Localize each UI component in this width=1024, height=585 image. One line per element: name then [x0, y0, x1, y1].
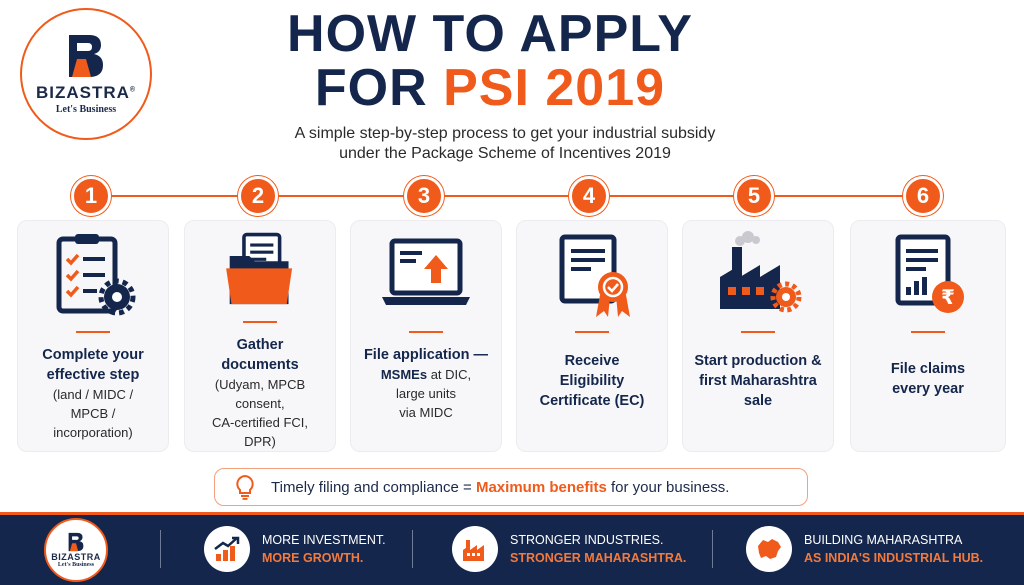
brand-tagline: Let's Business: [55, 104, 117, 115]
footer-separator: [712, 530, 713, 568]
factory-gear-icon: [720, 231, 802, 313]
tip-text-highlight: Maximum benefits: [475, 478, 607, 496]
certificate-badge-icon: [559, 234, 630, 317]
footer-item3-line2: AS INDIA'S INDUSTRIAL HUB.: [804, 551, 984, 565]
step1-detail-line3: incorporation): [53, 425, 133, 440]
step5-heading-line2: first Maharashtra: [699, 373, 817, 389]
footer-item1-line2: MORE GROWTH.: [262, 551, 364, 565]
footer-item2-line1: STRONGER INDUSTRIES.: [510, 533, 664, 547]
brand-name: BIZASTRA: [35, 83, 130, 102]
step5-heading-line1: Start production &: [694, 353, 822, 369]
document-rupee-icon: ₹: [895, 234, 964, 313]
footer-logo: BIZASTRA Let's Business: [44, 518, 108, 582]
step2-heading-line1: Gather: [236, 337, 284, 353]
footer-bar: BIZASTRA Let's Business MORE INVESTMENT.…: [0, 512, 1024, 585]
step-card-5: Start production & first Maharashtra sal…: [682, 220, 834, 452]
step-card-6: ₹ File claims every year: [850, 220, 1006, 452]
footer-separator: [412, 530, 413, 568]
bizastra-mark-icon: [68, 532, 84, 552]
footer-item-industries: STRONGER INDUSTRIES. STRONGER MAHARASHTR…: [452, 522, 686, 576]
step3-detail-line3: via MIDC: [399, 405, 453, 420]
footer-accent-strip: [0, 512, 1024, 515]
step4-heading-line3: Certificate (EC): [539, 393, 645, 409]
step2-detail-line1: (Udyam, MPCB: [214, 377, 306, 392]
step3-detail-line1-rest: at DIC,: [427, 367, 472, 382]
folder-documents-icon: [226, 232, 293, 305]
step2-detail-line2: consent,: [235, 396, 285, 411]
step2-detail-line3: CA-certified FCI,: [211, 415, 309, 430]
step1-heading-line2: effective step: [46, 367, 140, 383]
tip-text-before: Timely filing and compliance =: [271, 478, 476, 496]
step3-detail-line2: large units: [396, 386, 456, 401]
factory-icon: [463, 540, 484, 561]
step-badge-2: 2: [238, 176, 278, 216]
step-badge-4: 4: [569, 176, 609, 216]
svg-text:₹: ₹: [941, 285, 955, 309]
laptop-upload-icon: [382, 238, 470, 305]
step6-heading-line1: File claims: [890, 361, 966, 377]
step-badge-1: 1: [71, 176, 111, 216]
step5-heading-line3: sale: [743, 393, 773, 409]
lightbulb-icon: [236, 474, 254, 500]
card-divider: [409, 331, 443, 333]
brand-logo: BIZASTRA® Let's Business: [20, 8, 152, 140]
step-badge-6: 6: [903, 176, 943, 216]
footer-item3-line1: BUILDING MAHARASHTRA: [804, 533, 963, 547]
page-title-line1: HOW TO APPLY: [287, 5, 693, 63]
tip-text-after: for your business.: [606, 478, 730, 496]
step2-heading-line2: documents: [221, 357, 299, 373]
subtitle-line2: under the Package Scheme of Incentives 2…: [339, 145, 671, 162]
card-divider: [243, 321, 277, 323]
step3-detail-bold: MSMEs: [380, 367, 428, 382]
footer-item2-line2: STRONGER MAHARASHTRA.: [510, 551, 687, 565]
tip-banner: Timely filing and compliance = Maximum b…: [214, 468, 808, 506]
step-badge-5: 5: [734, 176, 774, 216]
footer-item-investment: MORE INVESTMENT. MORE GROWTH.: [204, 522, 386, 576]
footer-brand-name: BIZASTRA: [51, 552, 101, 562]
footer-brand-tagline: Let's Business: [57, 562, 95, 568]
card-divider: [911, 331, 945, 333]
footer-item1-line1: MORE INVESTMENT.: [262, 533, 386, 547]
bizastra-mark-icon: [69, 35, 103, 77]
step2-detail-line4: DPR): [244, 434, 276, 449]
card-divider: [575, 331, 609, 333]
registered-mark: ®: [129, 86, 137, 94]
title-accent: PSI 2019: [443, 59, 666, 117]
card-divider: [741, 331, 775, 333]
step-card-2: Gather documents (Udyam, MPCB consent, C…: [184, 220, 336, 452]
step-card-1: Complete your effective step (land / MID…: [17, 220, 169, 452]
growth-chart-icon: [214, 536, 240, 561]
subtitle-line1: A simple step-by-step process to get you…: [294, 125, 716, 142]
step1-heading-line1: Complete your: [42, 347, 144, 363]
step3-heading-line1: File application —: [363, 347, 489, 363]
title-prefix: FOR: [314, 59, 444, 117]
card-divider: [76, 331, 110, 333]
step-card-4: Receive Eligibility Certificate (EC): [516, 220, 668, 452]
maharashtra-map-icon: [758, 539, 781, 559]
step-badge-3: 3: [404, 176, 444, 216]
step1-detail-line2: MPCB /: [70, 406, 116, 421]
footer-separator: [160, 530, 161, 568]
footer-item-hub: BUILDING MAHARASHTRA AS INDIA'S INDUSTRI…: [746, 522, 983, 576]
clipboard-checklist-gear-icon: [56, 234, 136, 316]
page-title-line2: FOR PSI 2019: [160, 62, 820, 114]
step4-heading-line2: Eligibility: [559, 373, 625, 389]
step6-heading-line2: every year: [892, 381, 964, 397]
step1-detail-line1: (land / MIDC /: [52, 387, 134, 402]
step-card-3: File application — MSMEs at DIC, large u…: [350, 220, 502, 452]
timeline-connector: [90, 195, 926, 197]
step4-heading-line1: Receive: [564, 353, 620, 369]
